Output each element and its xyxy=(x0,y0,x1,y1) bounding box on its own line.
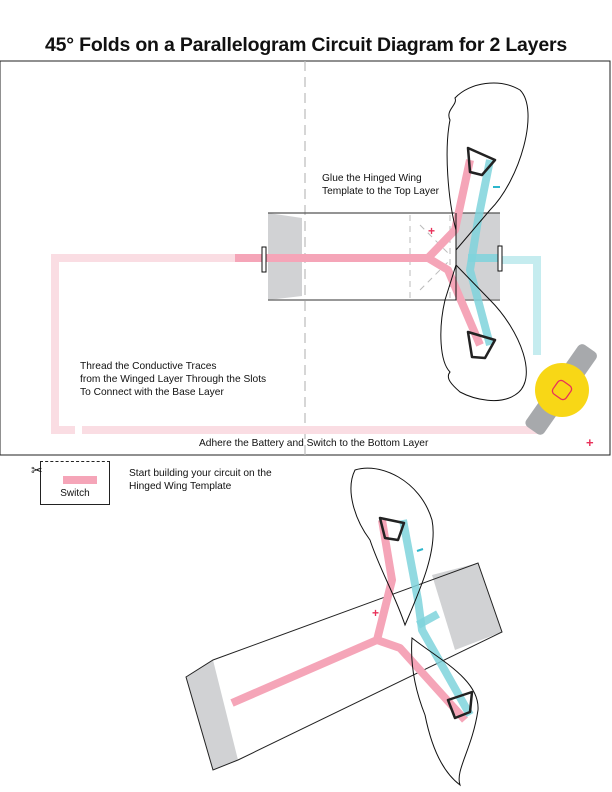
base-positive-trace xyxy=(51,254,540,434)
left-slot xyxy=(261,246,267,273)
lower-wing-outline xyxy=(440,264,527,402)
glue-wing-label: Glue the Hinged Wing Template to the Top… xyxy=(322,173,440,197)
start-building-label: Start building your circuit on the Hinge… xyxy=(129,468,272,492)
switch-cutout: Switch xyxy=(40,461,110,505)
positive-mark: + xyxy=(428,224,435,238)
battery-positive-mark: + xyxy=(586,435,594,450)
page-title: 45° Folds on a Parallelogram Circuit Dia… xyxy=(45,34,567,56)
svg-text:+: + xyxy=(372,606,379,620)
battery-switch-icon xyxy=(551,379,573,401)
base-negative-trace xyxy=(500,256,541,355)
upper-led-socket xyxy=(466,146,497,177)
thread-traces-label: Thread the Conductive Traces from the Wi… xyxy=(80,361,267,398)
top-negative-trace xyxy=(466,159,500,347)
template-upper-wing xyxy=(350,467,434,627)
lower-led-socket xyxy=(466,330,497,360)
battery-coin-cell xyxy=(535,363,589,417)
wing-template-diagram: + xyxy=(185,467,503,787)
upper-wing-outline xyxy=(446,82,529,252)
scissors-icon: ✂ xyxy=(31,462,43,478)
switch-label: Switch xyxy=(60,488,90,499)
template-lower-wing xyxy=(411,637,479,787)
top-positive-trace xyxy=(235,159,484,347)
switch-trace xyxy=(63,476,97,484)
adhere-battery-label: Adhere the Battery and Switch to the Bot… xyxy=(199,438,429,449)
right-slot xyxy=(497,245,503,272)
battery xyxy=(525,344,597,435)
